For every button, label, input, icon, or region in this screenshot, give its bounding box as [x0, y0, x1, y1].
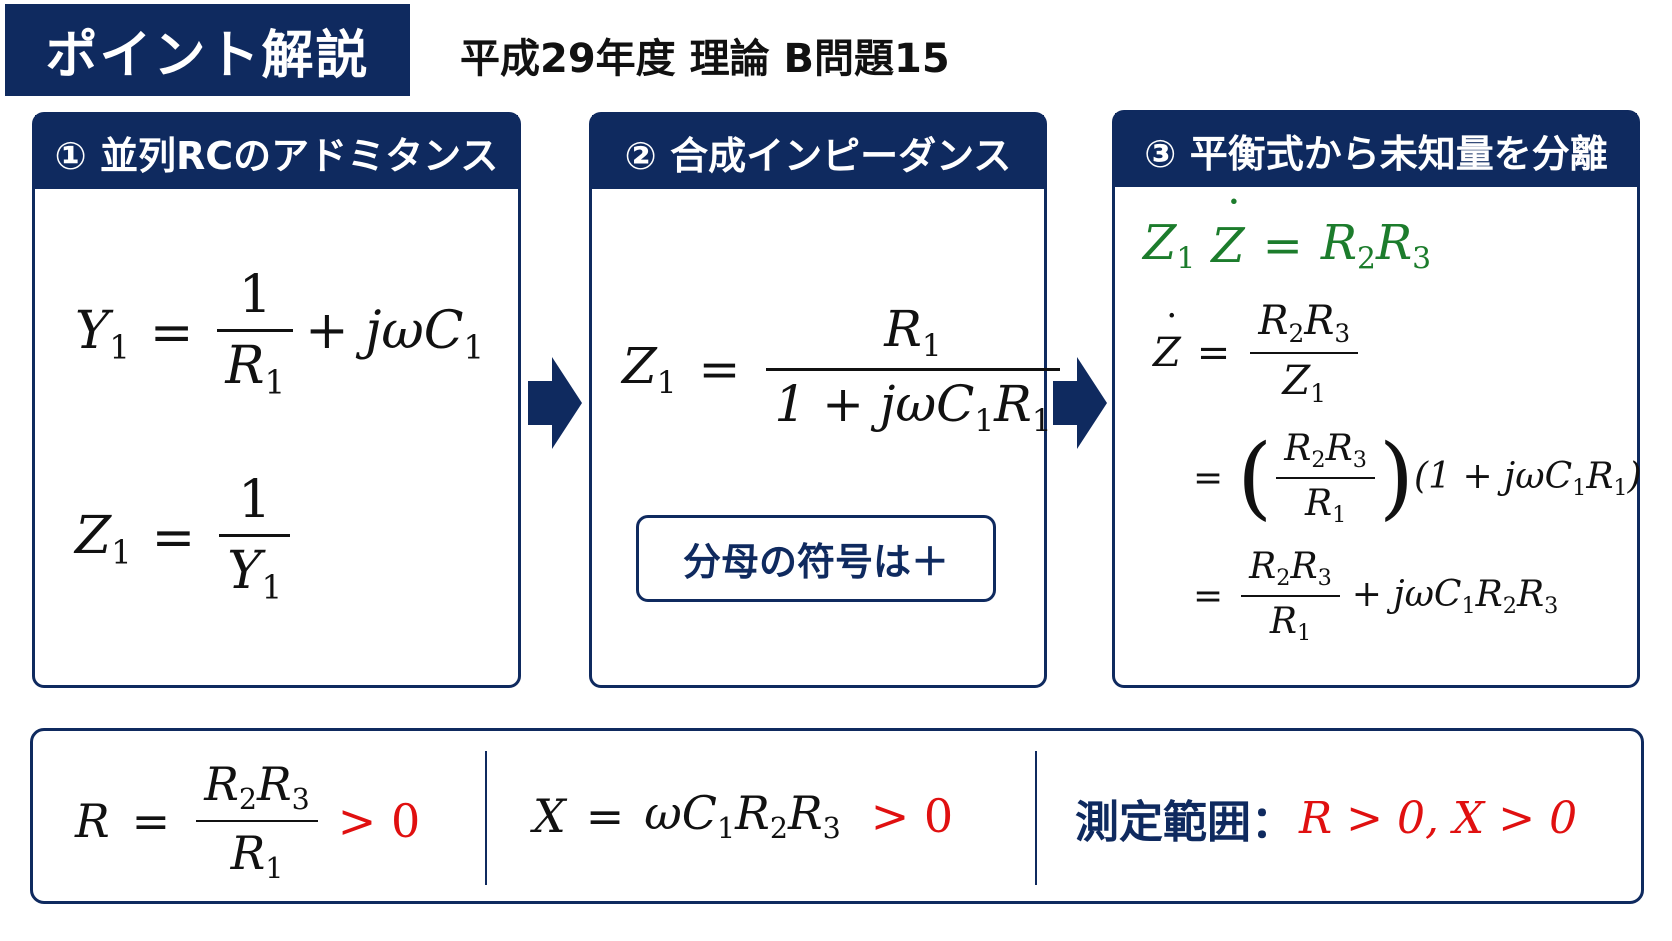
reactance-result: X = ωC1R2R3 > 0 [533, 786, 954, 846]
summary-box: R = R2R3 R1 > 0 X = ωC1R2R3 > 0 測定範囲： R … [30, 728, 1644, 904]
admittance-fraction: 1 R1 [217, 265, 294, 401]
panel-impedance: ② 合成インピーダンス Z1 = R1 1 + jωC1R1 [589, 112, 1060, 688]
panel-admittance: ① 並列RCのアドミタンス Y1 = 1 R1 + jωC1 Z1 = 1 Y1 [32, 112, 521, 688]
panel-balance-title: ③ 平衡式から未知量を分離 [1115, 113, 1637, 187]
impedance-from-admittance: Z1 = 1 Y1 [75, 470, 294, 606]
balance-equation: Z1 Z = R2R3 [1143, 191, 1431, 276]
arrow-right-icon [1053, 357, 1107, 449]
resistance-result: R = R2R3 R1 > 0 [75, 757, 421, 886]
panel-impedance-title: ② 合成インピーダンス [592, 115, 1044, 189]
z-solve-line-3: = R2R3 R1 + jωC1R2R3 [1193, 546, 1559, 647]
arrow-right-icon [528, 357, 582, 449]
measurement-range: 測定範囲： R > 0, X > 0 [1075, 792, 1578, 849]
divider [485, 751, 487, 885]
admittance-equation: Y1 = 1 R1 + jωC1 [75, 265, 485, 402]
z-solve-line-2: = ( R2R3 R1 ) (1 + jωC1R1) [1193, 425, 1642, 531]
z-solve-line-1: Z = R2R3 Z1 [1153, 298, 1362, 408]
panel-balance: ③ 平衡式から未知量を分離 Z1 Z = R2R3 Z = R2R3 Z1 = … [1112, 110, 1642, 688]
section-badge: ポイント解説 [5, 4, 410, 96]
denominator-sign-note: 分母の符号は＋ [636, 515, 996, 602]
problem-title: 平成29年度 理論 B問題15 [460, 36, 950, 82]
divider [1035, 751, 1037, 885]
panel-admittance-title: ① 並列RCのアドミタンス [35, 115, 518, 189]
combined-impedance-equation: Z1 = R1 1 + jωC1R1 [622, 300, 1064, 439]
